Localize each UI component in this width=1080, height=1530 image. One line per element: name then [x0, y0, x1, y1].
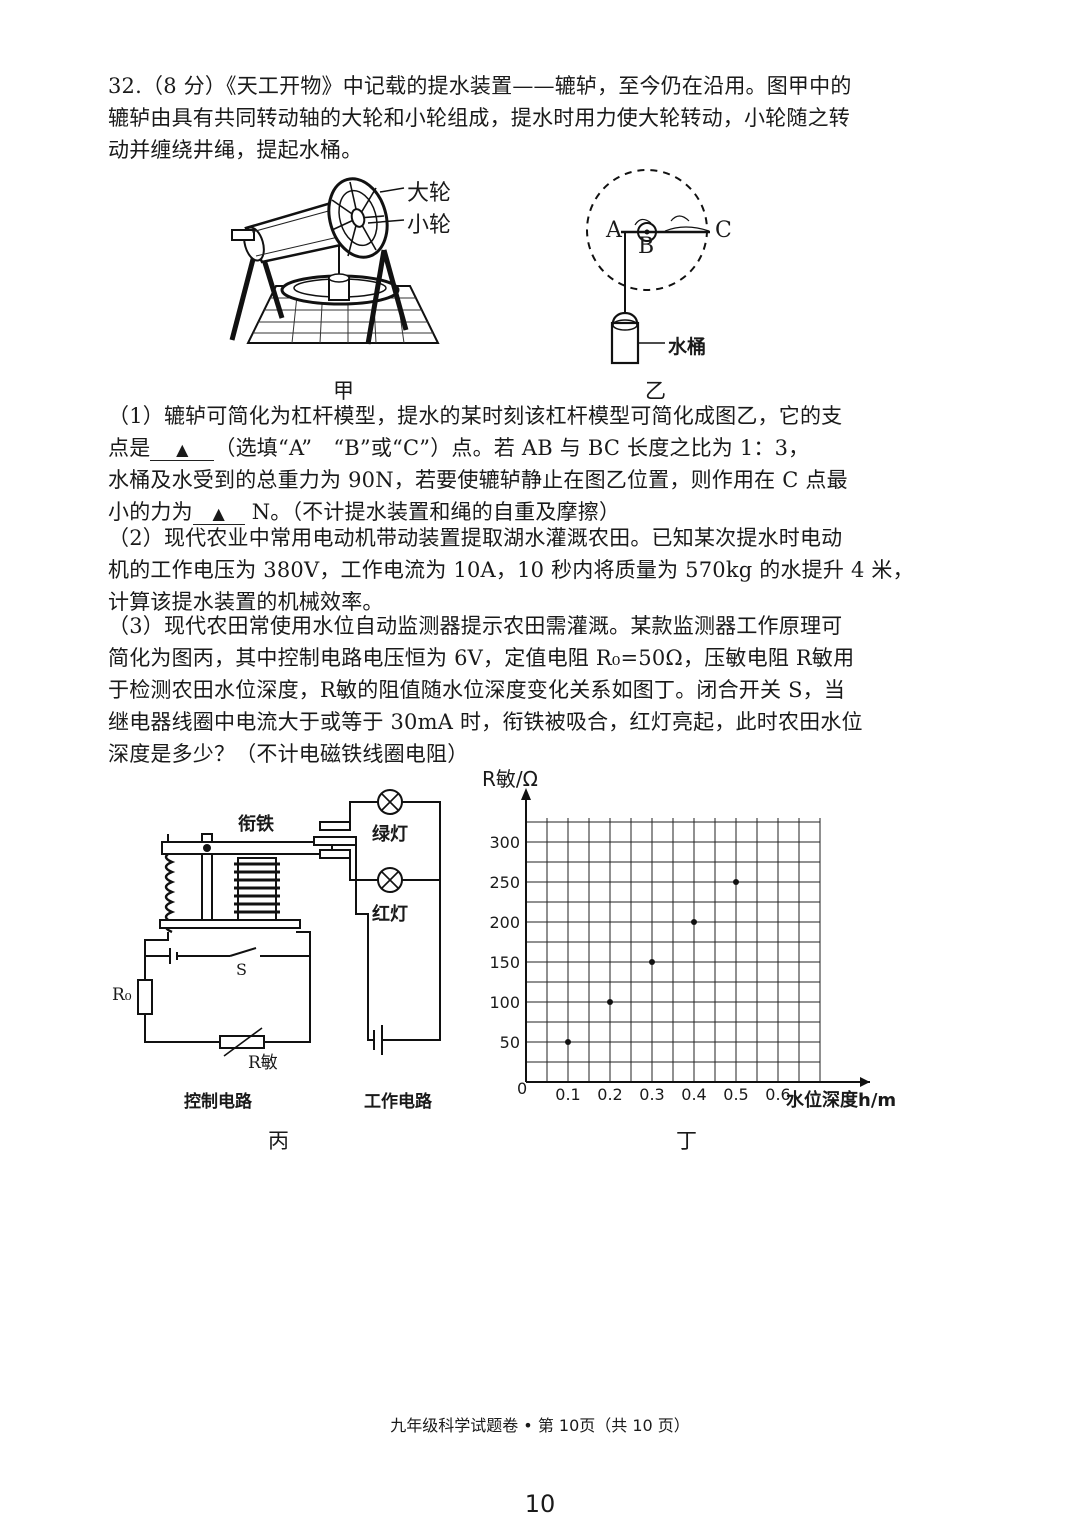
- label-switch: S: [236, 960, 247, 979]
- data-point-2: [649, 959, 655, 965]
- caption-bing: 丙: [268, 1129, 289, 1153]
- y-tick-label-3: 200: [489, 913, 520, 932]
- part1: （1）辘轳可简化为杠杆模型，提水的某时刻该杠杆模型可简化成图乙，它的支 点是▲（…: [108, 400, 908, 528]
- part3-line-3: 于检测农田水位深度，R敏的阻值随水位深度变化关系如图丁。闭合开关 S，当: [108, 678, 846, 702]
- part1-line-1: （1）辘轳可简化为杠杆模型，提水的某时刻该杠杆模型可简化成图乙，它的支: [108, 404, 843, 428]
- x-axis-arrow: [860, 1077, 870, 1087]
- x-tick-label-0: 0.1: [555, 1085, 580, 1104]
- part1-line-2: 点是▲（选填“A” “B”或“C”）点。若 AB 与 BC 长度之比为 1：3，: [108, 436, 810, 461]
- question-line-2: 辘轳由具有共同转动轴的大轮和小轮组成，提水时用力使大轮转动，小轮随之转: [108, 106, 850, 130]
- label-b: B: [638, 234, 655, 259]
- chart-y-label: R敏/Ω: [482, 767, 538, 791]
- chart-x-label: 水位深度h/m: [786, 1089, 896, 1111]
- label-red-lamp: 红灯: [372, 904, 408, 925]
- question-line-3: 动并缠绕井绳，提起水桶。: [108, 138, 363, 162]
- chart-points: [565, 879, 739, 1045]
- chart-origin-label: 0: [517, 1079, 527, 1098]
- part2: （2）现代农业中常用电动机带动装置提取湖水灌溉农田。已知某次提水时电动 机的工作…: [108, 522, 914, 618]
- x-tick-label-4: 0.5: [723, 1085, 748, 1104]
- caption-yi: 乙: [645, 379, 666, 403]
- label-a: A: [606, 218, 622, 243]
- question-line-1: 32.（8 分）《天工开物》中记载的提水装置——辘轳，至今仍在沿用。图甲中的: [108, 74, 852, 98]
- part1-line-3: 水桶及水受到的总重力为 90N，若要使辘轳静止在图乙位置，则作用在 C 点最: [108, 468, 848, 492]
- part3-line-1: （3）现代农田常使用水位自动监测器提示农田需灌溉。某款监测器工作原理可: [108, 614, 843, 638]
- question-stem: 32.（8 分）《天工开物》中记载的提水装置——辘轳，至今仍在沿用。图甲中的 辘…: [108, 70, 908, 166]
- data-point-1: [607, 999, 613, 1005]
- part3-line-5: 深度是多少？（不计电磁铁线圈电阻）: [108, 742, 469, 766]
- x-tick-label-3: 0.4: [681, 1085, 706, 1104]
- figure-jia-windlass: [229, 177, 440, 345]
- label-small-wheel: 小轮: [407, 213, 452, 238]
- figure-ding-chart: 0.1 0.2 0.3 0.4 0.5 0.6 50 100 150 200 250 300 R敏/Ω…: [482, 767, 896, 1111]
- y-tick-label-1: 100: [489, 993, 520, 1012]
- part3: （3）现代农田常使用水位自动监测器提示农田需灌溉。某款监测器工作原理可 简化为图…: [108, 610, 908, 770]
- data-point-0: [565, 1039, 571, 1045]
- figure-bing-circuit: [137, 789, 441, 1057]
- label-work-circuit: 工作电路: [364, 1092, 432, 1112]
- label-green-lamp: 绿灯: [372, 824, 408, 845]
- part2-line-3: 计算该提水装置的机械效率。: [108, 590, 384, 614]
- label-bucket: 水桶: [668, 336, 707, 358]
- part3-line-2: 简化为图丙，其中控制电路电压恒为 6V，定值电阻 R₀=50Ω，压敏电阻 R敏用: [108, 646, 855, 670]
- label-c: C: [715, 218, 732, 243]
- chart-axes: [521, 788, 870, 1087]
- label-rmin: R敏: [248, 1053, 278, 1073]
- figure-yi-lever: [586, 169, 710, 365]
- caption-ding: 丁: [676, 1129, 697, 1153]
- part2-line-2: 机的工作电压为 380V，工作电流为 10A，10 秒内将质量为 570kg 的…: [108, 558, 914, 582]
- y-axis-arrow: [521, 788, 531, 800]
- label-r0: R₀: [112, 985, 132, 1005]
- caption-jia: 甲: [333, 379, 354, 403]
- y-tick-label-0: 50: [500, 1033, 520, 1052]
- y-tick-label-2: 150: [489, 953, 520, 972]
- answer-blank-1[interactable]: ▲: [150, 440, 215, 461]
- chart-grid: [526, 818, 821, 1082]
- page-footer: 九年级科学试题卷 • 第 10页（共 10 页）: [390, 1416, 690, 1435]
- x-tick-label-2: 0.3: [639, 1085, 664, 1104]
- x-tick-label-5: 0.6: [765, 1085, 790, 1104]
- part1-line-4: 小的力为▲ N。（不计提水装置和绳的自重及摩擦）: [108, 500, 621, 525]
- data-point-3: [691, 919, 697, 925]
- y-tick-label-5: 300: [489, 833, 520, 852]
- label-control-circuit: 控制电路: [184, 1092, 252, 1112]
- label-armature: 衔铁: [238, 814, 274, 835]
- part2-line-1: （2）现代农业中常用电动机带动装置提取湖水灌溉农田。已知某次提水时电动: [108, 526, 843, 550]
- chart-ticks: 0.1 0.2 0.3 0.4 0.5 0.6 50 100 150 200 250 300: [489, 833, 790, 1104]
- page-number: 10: [524, 1490, 556, 1518]
- label-big-wheel: 大轮: [407, 181, 452, 206]
- y-tick-label-4: 250: [489, 873, 520, 892]
- part3-line-4: 继电器线圈中电流大于或等于 30mA 时，衔铁被吸合，红灯亮起，此时农田水位: [108, 710, 863, 734]
- data-point-4: [733, 879, 739, 885]
- answer-blank-2[interactable]: ▲: [192, 504, 245, 525]
- x-tick-label-1: 0.2: [597, 1085, 622, 1104]
